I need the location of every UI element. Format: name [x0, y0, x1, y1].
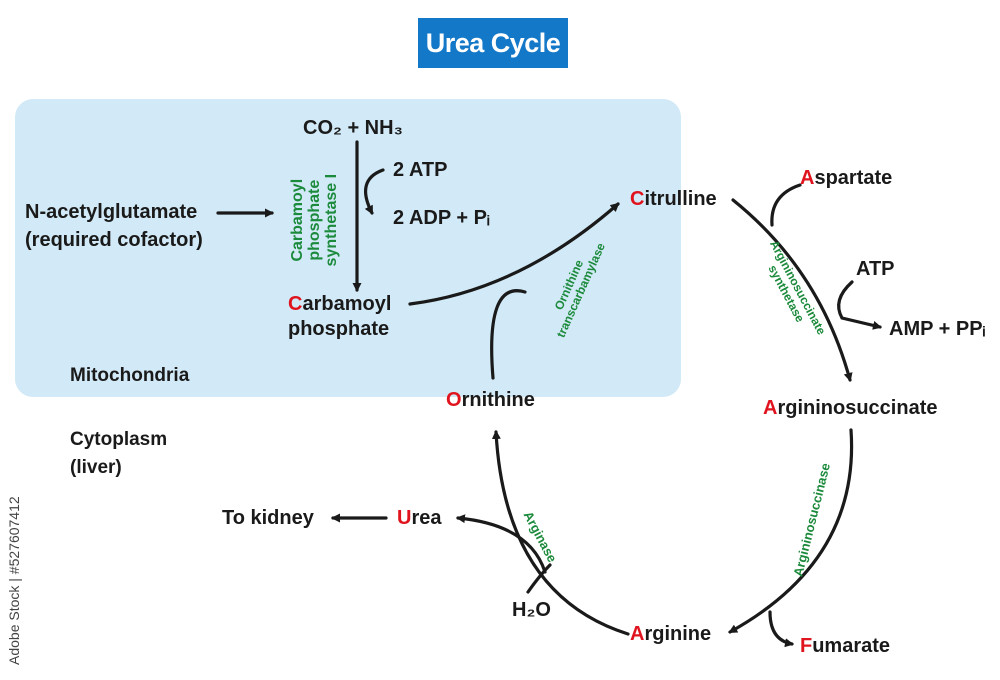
aspartate-initial: A [800, 167, 815, 189]
ornithine-rest: rnithine [461, 389, 535, 411]
fumarate-rest: umarate [812, 635, 891, 657]
fumarate-arrow [768, 610, 794, 648]
ornithine-to-citrulline-arrow [490, 289, 527, 380]
mitochondria-region [15, 99, 681, 397]
carbamoyl-phosphate-label: Carbamoyl phosphate [288, 292, 391, 342]
arginine-rest: rginine [644, 623, 712, 645]
arginine-label: Arginine [630, 622, 711, 647]
cps-line1: Carbamoyl [288, 178, 306, 262]
ornithine-label: Ornithine [446, 388, 535, 413]
aspartate-rest: spartate [814, 167, 893, 189]
urea-label: Urea [397, 506, 441, 531]
cps-line2: phosphate [305, 179, 323, 261]
carbamoyl-initial: C [288, 293, 303, 315]
mitochondria-label: Mitochondria [70, 365, 190, 386]
atp-input-label: 2 ATP [393, 159, 448, 181]
citrulline-label: Citrulline [630, 187, 717, 212]
argininosuccinate-initial: A [763, 397, 778, 419]
h2o-arrow [526, 563, 552, 594]
urea-initial: U [397, 507, 412, 529]
argininosuccinate-to-arginine-arrow [728, 428, 854, 634]
carbamoyl-rest: arbamoyl [302, 293, 392, 315]
citrulline-rest: itrulline [644, 188, 717, 210]
arginine-to-ornithine-arrow [491, 430, 630, 636]
diagram-title: Urea Cycle [418, 18, 568, 68]
arginine-initial: A [630, 623, 645, 645]
argininosuccinate-label: Argininosuccinate [763, 396, 937, 421]
fumarate-initial: F [800, 635, 813, 657]
aspartate-label: Aspartate [800, 166, 892, 191]
ornithine-initial: O [446, 389, 462, 411]
urea-rest: rea [411, 507, 442, 529]
arginase-to-urea-arrow [456, 514, 547, 574]
fumarate-label: Fumarate [800, 634, 890, 659]
carbamoyl-to-citrulline-arrow [408, 202, 620, 306]
argininosuccinate-rest: rgininosuccinate [777, 397, 938, 419]
cps-line3: synthetase I [322, 173, 340, 267]
amp-ppi-label: AMP + PPᵢ [889, 318, 986, 340]
adp-pi-label: 2 ADP + Pᵢ [393, 207, 490, 229]
nag-label-line2: (required cofactor) [25, 229, 203, 251]
co2-nh3-label: CO₂ + NH₃ [303, 117, 403, 139]
enzyme-carbamoyl-phosphate-synthetase: Carbamoyl phosphate synthetase I [288, 150, 340, 290]
carbamoyl-line2: phosphate [288, 318, 390, 340]
stock-watermark: Adobe Stock | #527607412 [6, 496, 22, 665]
cytoplasm-label-line1: Cytoplasm [70, 429, 168, 450]
citrulline-initial: C [630, 188, 645, 210]
atp-side-arrow [363, 168, 385, 215]
cytoplasm-label-line2: (liver) [70, 457, 122, 478]
nag-label-line1: N-acetylglutamate [25, 201, 198, 223]
atp-amp-arrow [837, 280, 882, 330]
to-kidney-label: To kidney [222, 507, 314, 529]
aspartate-arrow [770, 183, 802, 227]
atp2-label: ATP [856, 258, 895, 280]
citrulline-to-argininosuccinate-arrow [731, 198, 853, 382]
h2o-label: H₂O [512, 599, 551, 621]
